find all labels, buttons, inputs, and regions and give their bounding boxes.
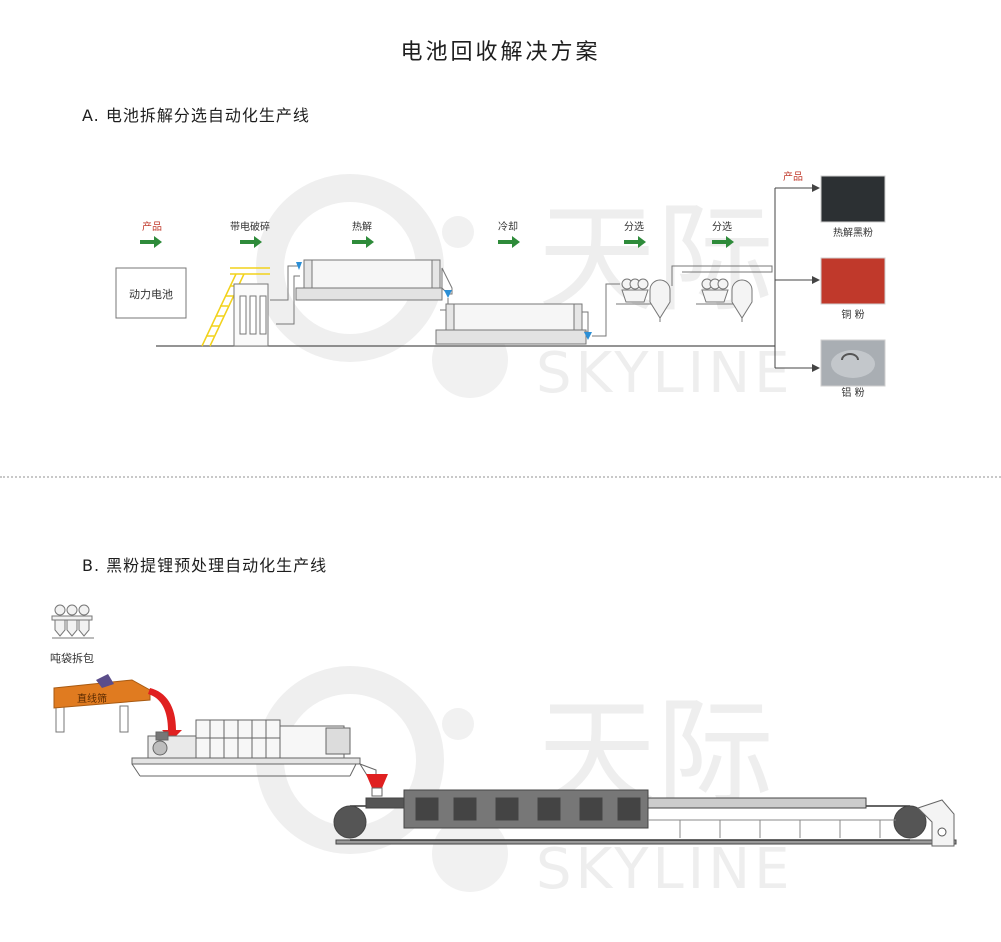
section-a-diagram: 动力电池 产品 带电破碎 热解 冷却 分选 分选	[115, 170, 886, 399]
cooling-drum	[435, 283, 620, 345]
stage-label-cooling: 冷却	[498, 220, 518, 233]
section-b-title: B. 黑粉提锂预处理自动化生产线	[82, 556, 328, 575]
copper-powder-image	[820, 257, 886, 305]
black-powder-image	[820, 175, 886, 223]
section-a-title: A. 电池拆解分选自动化生产线	[82, 106, 310, 125]
separator-group-2	[696, 278, 753, 322]
section-b-diagram: 吨袋拆包 直线筛	[50, 604, 957, 847]
screen-label: 直线筛	[77, 692, 107, 705]
processing-unit	[131, 719, 361, 777]
output-label-aluminum-powder: 铝 粉	[841, 386, 864, 399]
belt-conveyor	[333, 789, 957, 847]
transfer-duct	[671, 265, 773, 286]
outputs-label: 产品	[783, 170, 803, 183]
output-bracket	[774, 187, 812, 369]
aluminum-powder-image	[820, 339, 886, 387]
stage-label-crush: 带电破碎	[230, 220, 270, 233]
input-box	[115, 267, 187, 319]
output-arrow-icon	[812, 184, 820, 372]
flow-arrow-icon	[140, 236, 734, 248]
watermark-brand-en-b: SKYLINE	[536, 837, 793, 902]
section-divider	[0, 476, 1001, 478]
separator-group-1	[616, 278, 671, 322]
ton-bag-unpacker	[51, 604, 94, 639]
output-label-black-powder: 热解黑粉	[833, 226, 873, 239]
crusher-unit	[233, 265, 300, 347]
stage-label-product: 产品	[142, 220, 162, 233]
feed-funnel	[358, 763, 388, 797]
input-box-label: 动力电池	[129, 288, 173, 301]
stage-label-sort-2: 分选	[712, 220, 732, 233]
stage-label-sort-1: 分选	[624, 220, 644, 233]
stage-label-pyrolysis: 热解	[352, 220, 372, 233]
linear-screen	[53, 674, 151, 733]
watermark-brand-en-a: SKYLINE	[536, 341, 793, 406]
unpack-label: 吨袋拆包	[50, 651, 94, 665]
page-title: 电池回收解决方案	[400, 40, 601, 65]
pyrolysis-kiln	[295, 259, 453, 311]
feed-chute-1	[148, 688, 182, 740]
output-label-copper-powder: 铜 粉	[841, 308, 864, 321]
